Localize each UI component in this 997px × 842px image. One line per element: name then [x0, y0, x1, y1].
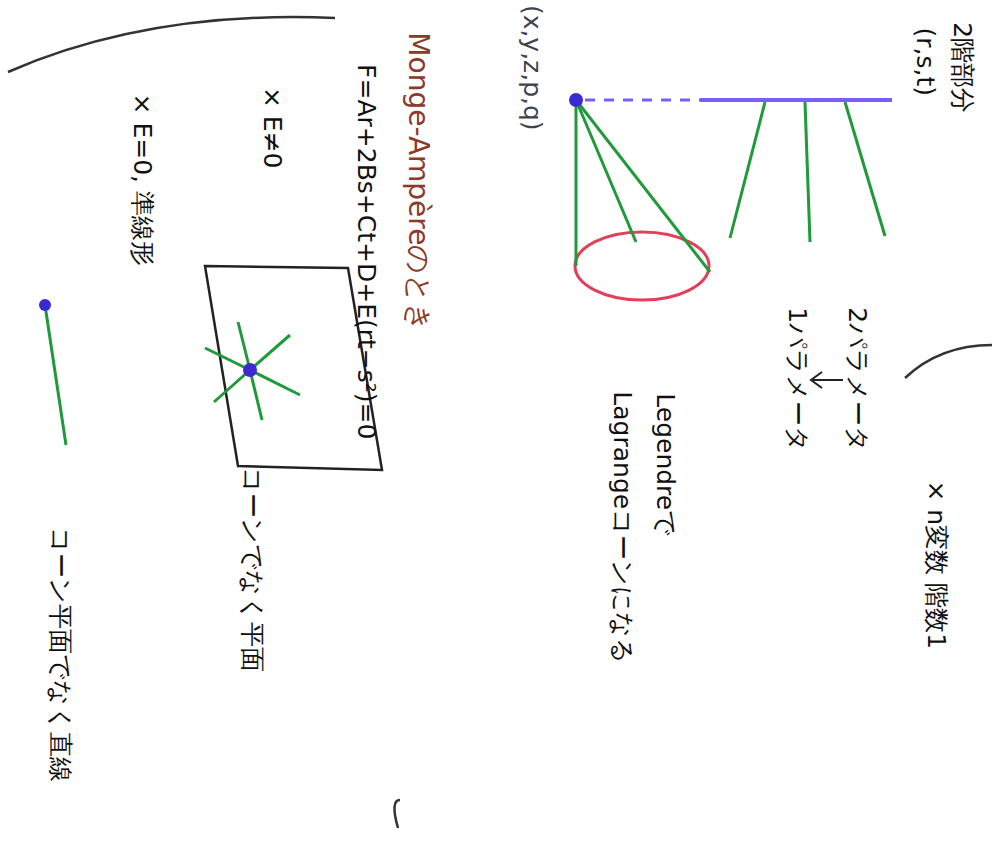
green-ray: [214, 370, 250, 402]
bracket-arc: [905, 345, 992, 378]
note-text: Monge-Ampèreのとき: [403, 32, 434, 332]
cone-line: [576, 100, 636, 242]
point-dot: [569, 93, 583, 107]
note-text: (x,y,z,p,q): [518, 5, 546, 131]
point-dot: [243, 363, 257, 377]
note-text: × E=0, 準線形: [128, 94, 156, 266]
second-order-line: [700, 98, 892, 102]
note-text: コーンでなく平面: [238, 467, 266, 672]
note-text: 1パラメータ: [783, 307, 811, 452]
note-text: Lagrangeコーンになる: [608, 391, 636, 664]
note-text: 2階部分: [948, 22, 976, 113]
bracket-arc: [394, 800, 400, 828]
note-text: Legendreで: [651, 393, 679, 536]
green-ray: [805, 102, 810, 242]
note-text: コーン平面でなく直線: [46, 527, 74, 782]
green-ray: [250, 370, 300, 395]
dashed-line: [585, 99, 700, 102]
note-text: × n変数 階数1: [922, 480, 950, 649]
note-text: 2パラメータ: [843, 307, 871, 452]
arrow-head: [811, 372, 822, 388]
green-ray: [250, 370, 262, 420]
point-dot: [39, 299, 51, 311]
green-ray: [238, 322, 250, 370]
cone-line: [576, 100, 710, 272]
note-text: × E≠0: [258, 87, 286, 169]
note-text: F=Ar+2Bs+Ct+D+E(rt−s²)=0: [352, 64, 380, 439]
green-ray: [205, 348, 250, 370]
green-ray: [845, 102, 885, 236]
green-ray: [730, 102, 765, 238]
cone-ellipse: [575, 232, 709, 300]
note-text: (r,s,t): [911, 27, 939, 96]
green-line: [45, 305, 66, 445]
cone-line: [575, 100, 578, 266]
arrow-line: [813, 379, 843, 381]
green-ray: [250, 335, 290, 370]
bracket-arc: [8, 17, 335, 72]
